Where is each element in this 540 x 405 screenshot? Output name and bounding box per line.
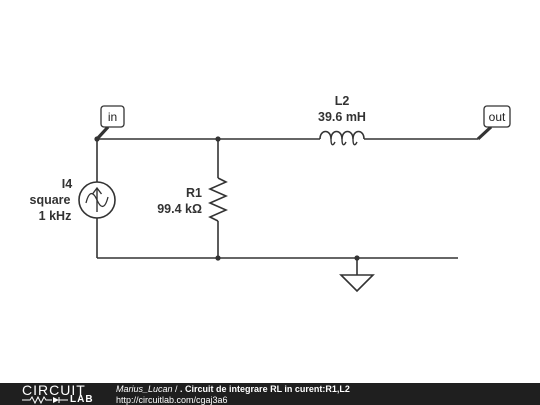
circuit-title[interactable]: . Circuit de integrare RL in curent:R1,L… xyxy=(180,384,350,394)
junctions xyxy=(94,136,360,261)
wires xyxy=(96,138,478,275)
junction-dot xyxy=(215,136,221,142)
logo-wordmark-bottom: LAB xyxy=(70,394,94,405)
current-source-icon[interactable] xyxy=(78,181,116,219)
ground-icon[interactable] xyxy=(339,274,375,293)
input-port[interactable]: in xyxy=(95,105,125,141)
junction-dot xyxy=(215,255,221,261)
circuitlab-logo-icon xyxy=(22,396,68,404)
junction-dot xyxy=(354,255,360,261)
output-port-label: out xyxy=(489,110,506,124)
output-port[interactable]: out xyxy=(476,105,511,141)
source-type: square xyxy=(30,193,71,207)
logo-wordmark-top: CIRCUIT xyxy=(22,382,86,398)
inductor-name: L2 xyxy=(335,94,350,108)
footer-separator: / xyxy=(172,384,181,394)
resistor-name: R1 xyxy=(186,186,202,200)
resistor-icon[interactable] xyxy=(208,177,228,222)
footer-url[interactable]: http://circuitlab.com/cgaj3a6 xyxy=(116,395,228,405)
inductor-value: 39.6 mH xyxy=(318,110,366,124)
input-port-label: in xyxy=(108,110,117,124)
source-frequency: 1 kHz xyxy=(39,209,72,223)
footer-bar xyxy=(0,383,540,405)
resistor-value: 99.4 kΩ xyxy=(157,202,202,216)
author-name[interactable]: Marius_Lucan xyxy=(116,384,173,394)
inductor-icon[interactable] xyxy=(319,130,365,146)
circuit-schematic: I4 square 1 kHz R1 99.4 kΩ L2 39.6 mH in… xyxy=(30,94,511,293)
source-name: I4 xyxy=(62,177,72,191)
footer-credit: Marius_Lucan / . Circuit de integrare RL… xyxy=(116,384,350,395)
